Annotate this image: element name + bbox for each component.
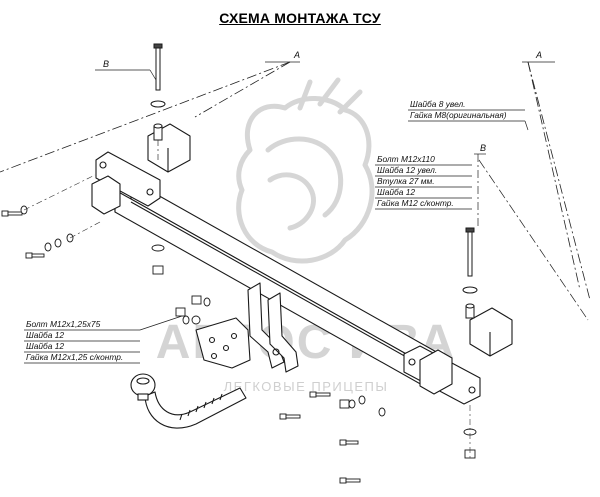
view-a-left-label: A xyxy=(293,50,300,60)
left-mounting-bracket xyxy=(91,123,191,215)
center-hanger-plates xyxy=(247,282,299,373)
callout-middle-line: Шайба 12 xyxy=(377,187,415,197)
left-vertical-bolt-set xyxy=(150,43,166,141)
ball-mount-arm xyxy=(144,317,251,429)
left-side-bolts xyxy=(1,205,74,259)
callout-left-line: Шайба 12 xyxy=(26,341,64,351)
view-b-left-marker xyxy=(95,69,157,81)
callout-middle-line: Гайка M12 с/контр. xyxy=(377,198,454,208)
ball-mount-fasteners xyxy=(175,295,211,325)
tow-ball-icon xyxy=(130,373,156,401)
callout-middle-line: Болт M12x110 xyxy=(377,154,435,164)
callout-middle-line: Втулка 27 мм. xyxy=(377,176,435,186)
callout-top-right: Шайба 8 увел. Гайка M8(оригинальная) xyxy=(410,99,507,120)
view-a-right-label: A xyxy=(535,50,542,60)
view-a-right-marker xyxy=(522,61,591,301)
callout-left: Болт M12x1,25x75 Шайба 12 Шайба 12 Гайка… xyxy=(26,319,123,362)
page-title: СХЕМА МОНТАЖА ТСУ xyxy=(219,10,381,26)
left-bracket-fasteners xyxy=(151,244,165,275)
callout-left-line: Шайба 12 xyxy=(26,330,64,340)
callout-left-line: Болт M12x1,25x75 xyxy=(26,319,101,329)
callout-middle-line: Шайба 12 увел. xyxy=(377,165,437,175)
view-b-right-label: B xyxy=(480,143,486,153)
bottom-right-bolts xyxy=(279,391,477,484)
watermark-logo-icon xyxy=(236,77,375,264)
callout-top-right-line: Гайка M8(оригинальная) xyxy=(410,110,507,120)
view-b-left-label: B xyxy=(103,59,109,69)
callout-middle: Болт M12x110 Шайба 12 увел. Втулка 27 мм… xyxy=(377,154,454,208)
right-vertical-bolt-set xyxy=(462,227,478,319)
callout-top-right-line: Шайба 8 увел. xyxy=(410,99,466,109)
watermark-tagline: ЛЕГКОВЫЕ ПРИЦЕПЫ xyxy=(224,379,389,394)
callout-left-line: Гайка M12x1,25 с/контр. xyxy=(26,352,123,362)
right-mounting-bracket xyxy=(403,307,513,405)
view-b-right-marker xyxy=(474,153,589,321)
view-a-left-marker xyxy=(0,61,300,173)
callout-leaders xyxy=(24,109,529,364)
